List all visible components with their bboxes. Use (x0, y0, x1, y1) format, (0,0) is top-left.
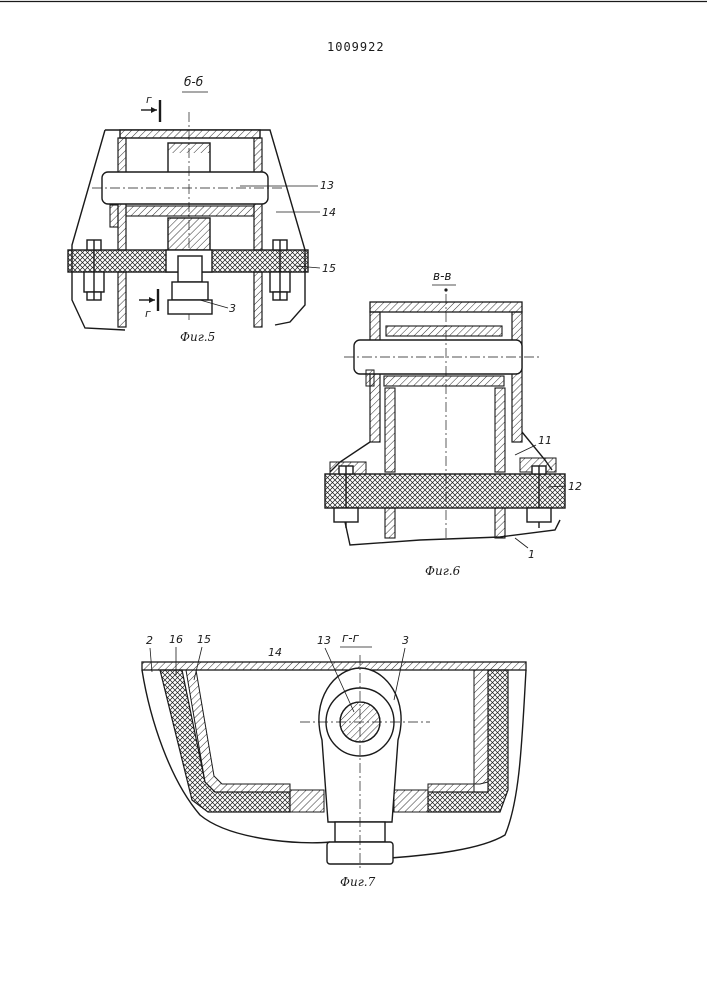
fig5-label-15: 15 (322, 262, 336, 275)
fig7-section-title: г-г (342, 631, 360, 645)
fig5-section-title: б-б (184, 75, 204, 89)
fig5-cut-mark-bottom: г (145, 307, 151, 320)
fig7-label-3: 3 (402, 634, 409, 647)
fig5-label-13: 13 (320, 179, 334, 192)
fig6-label-11: 11 (538, 434, 552, 447)
fig6-label-1: 1 (528, 548, 535, 561)
fig7-label-2: 2 (146, 634, 153, 647)
fig5-cut-mark-top: г (146, 93, 152, 106)
fig7-label-14: 14 (268, 646, 282, 659)
fig5-label-3: 3 (229, 302, 236, 315)
figure-5: б-б г г (68, 75, 336, 344)
fig6-section-title: в-в (433, 269, 451, 283)
fig6-caption: Фиг.6 (425, 564, 461, 578)
fig6-label-12: 12 (568, 480, 582, 493)
fig7-label-13: 13 (317, 634, 331, 647)
figure-6: в-в 11 (325, 269, 582, 578)
fig7-label-16: 16 (169, 633, 183, 646)
fig5-caption: Фиг.5 (180, 330, 215, 344)
fig5-label-14: 14 (322, 206, 336, 219)
patent-number: 1009922 (327, 40, 385, 54)
fig7-label-15: 15 (197, 633, 211, 646)
figure-7: г-г 2 16 15 14 13 3 (142, 631, 526, 889)
fig7-caption: Фиг.7 (340, 875, 376, 889)
